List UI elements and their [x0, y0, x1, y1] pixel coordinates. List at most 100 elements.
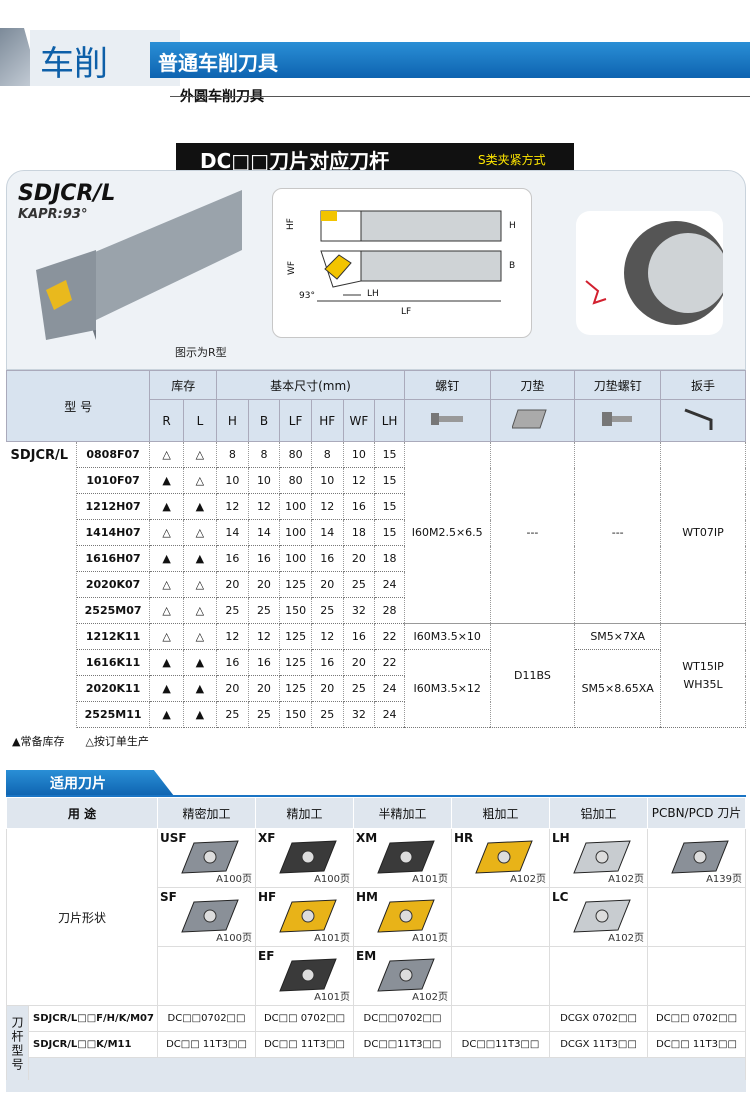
holder-insert: DCGX 0702□□ [549, 1005, 648, 1032]
insert-image [181, 899, 239, 933]
holder-label: 刀杆型号 [6, 1005, 29, 1082]
dim-lh: LH [367, 289, 379, 299]
holder-insert: DC□□11T3□□ [353, 1031, 452, 1058]
dim-lf: 80 [279, 441, 312, 468]
dim-h: 20 [216, 675, 249, 702]
sub-lh: LH [374, 399, 405, 442]
stock-r: ▲ [149, 493, 184, 520]
stock-r: △ [149, 597, 184, 624]
screw-icon [403, 399, 491, 442]
stock-l: ▲ [183, 545, 218, 572]
dim-b: 25 [248, 701, 281, 728]
model-cell: 2020K11 [76, 675, 151, 702]
dim-wf: 25 [343, 571, 376, 598]
stock-r: ▲ [149, 701, 184, 728]
model-cell: 0808F07 [76, 441, 151, 468]
holder-insert: DC□□ 11T3□□ [157, 1031, 256, 1058]
dim-hf: 12 [311, 493, 344, 520]
insert-image [475, 840, 533, 874]
insert-box: XM A101页 [354, 829, 451, 887]
dim-wf: 20 [343, 649, 376, 676]
model-cell: 1616H07 [76, 545, 151, 572]
model-cell: 1212K11 [76, 623, 151, 650]
dim-lf: 150 [279, 597, 312, 624]
model-cell: 1414H07 [76, 519, 151, 546]
dim-h: 10 [216, 467, 249, 494]
series-name: SDJCR/L [6, 441, 77, 728]
dim-lf: 125 [279, 649, 312, 676]
holder-spacer-cell [28, 1057, 746, 1082]
acc-screw3: I60M3.5×12 [404, 649, 491, 728]
sub-title: 外圆车削刀具 [180, 89, 264, 105]
dim-b: 20 [248, 571, 281, 598]
dim-wf: 20 [343, 545, 376, 572]
dim-lh: 15 [374, 519, 405, 546]
insert-box [452, 888, 549, 946]
wrench-icon [660, 399, 746, 442]
insert-cell [451, 887, 550, 947]
insert-section-title: 适用刀片 [50, 776, 106, 792]
tool-holder-image [36, 190, 242, 340]
insert-code: HF [258, 890, 277, 904]
insert-table: 用 途 精密加工 精加工 半精加工 粗加工 铝加工 PCBN/PCD 刀片 刀片… [6, 797, 746, 1082]
insert-cell: A139页 [647, 828, 746, 888]
stock-r: ▲ [149, 649, 184, 676]
dim-b: 16 [248, 649, 281, 676]
model-cell: 2525M07 [76, 597, 151, 624]
insert-page: A100页 [216, 874, 252, 885]
insert-box [452, 947, 549, 1005]
dim-lf: 100 [279, 519, 312, 546]
legend: ▲常备库存 △按订单生产 [12, 733, 149, 749]
dim-b: 12 [248, 493, 281, 520]
dim-h: 16 [216, 649, 249, 676]
insert-cell [549, 946, 648, 1006]
hdr-stock: 库存 [149, 370, 218, 400]
insert-image [279, 899, 337, 933]
dim-lh: 24 [374, 701, 405, 728]
dim-hf: 8 [311, 441, 344, 468]
insert-page: A102页 [608, 933, 644, 944]
dim-hf: 20 [311, 675, 344, 702]
dim-hf: 12 [311, 623, 344, 650]
insert-page: A101页 [412, 874, 448, 885]
dim-h: 8 [216, 441, 249, 468]
insert-image [279, 840, 337, 874]
insert-code: HR [454, 831, 474, 845]
insert-page: A100页 [216, 933, 252, 944]
dim-hf: 25 [311, 597, 344, 624]
insert-code: XM [356, 831, 378, 845]
dim-h: 16 [216, 545, 249, 572]
insert-page: A101页 [412, 933, 448, 944]
stock-l: △ [183, 597, 218, 624]
wrench2b: WH35L [683, 677, 723, 691]
model-cell: 1616K11 [76, 649, 151, 676]
bottom-strip [6, 1080, 746, 1092]
holder-insert [451, 1005, 550, 1032]
col-alu: 铝加工 [549, 797, 648, 829]
holder-insert: DC□□ 0702□□ [647, 1005, 746, 1032]
acc-padscrew3: SM5×8.65XA [574, 649, 662, 728]
holder-insert: DC□□0702□□ [157, 1005, 256, 1032]
dim-lf: 150 [279, 701, 312, 728]
sub-b: B [247, 399, 281, 442]
stock-r: △ [149, 441, 184, 468]
stock-l: ▲ [183, 675, 218, 702]
dim-b: 16 [248, 545, 281, 572]
model-cell: 2525M11 [76, 701, 151, 728]
dim-wf: 12 [343, 467, 376, 494]
